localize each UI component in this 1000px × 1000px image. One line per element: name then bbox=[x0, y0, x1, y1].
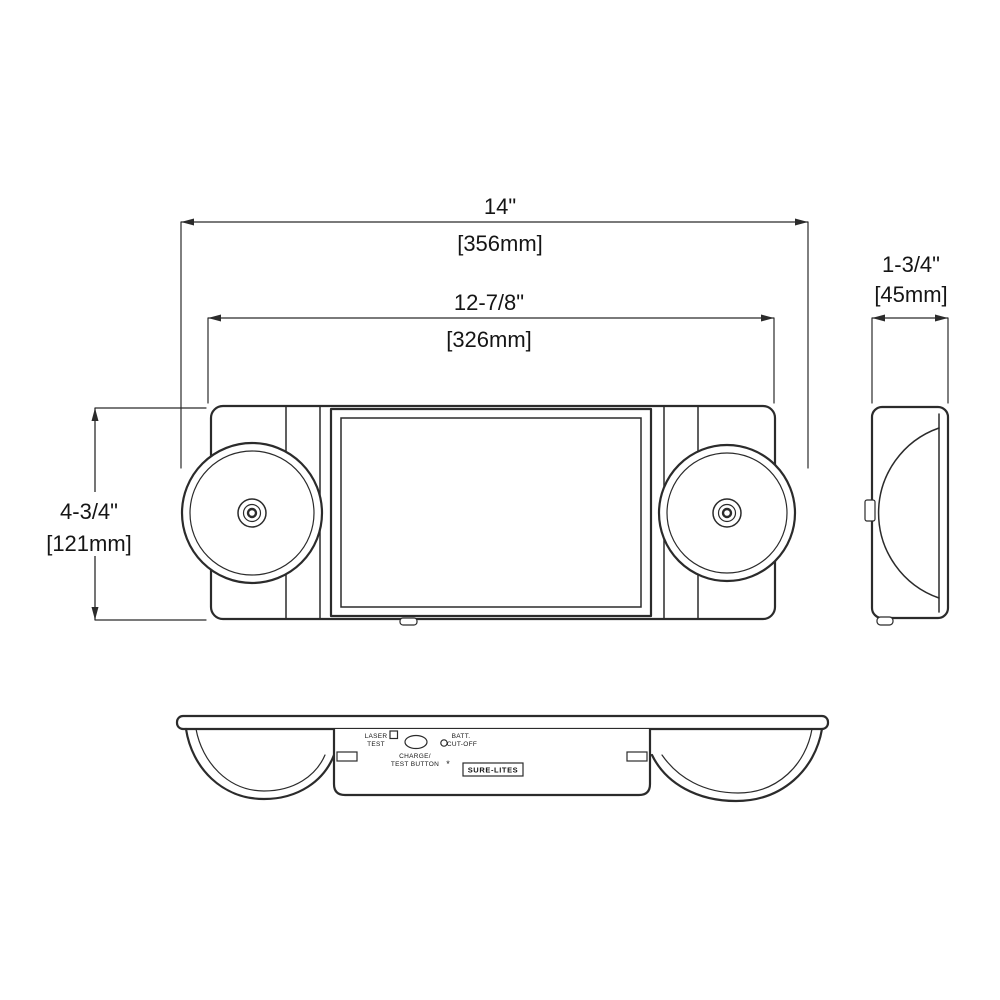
right-lamp-bullseye-outer bbox=[712, 498, 742, 528]
depth-inches-label: 1-3/4" bbox=[882, 252, 940, 277]
right-lamp-inner-ring bbox=[666, 452, 788, 574]
body-width-mm-label: [326mm] bbox=[446, 327, 532, 352]
height-mm-label: [121mm] bbox=[46, 531, 132, 556]
overall-width-inches-label: 14" bbox=[484, 194, 516, 219]
right-lamp-dome bbox=[650, 727, 824, 803]
right-mounting-slot bbox=[626, 751, 648, 762]
depth-mm-label: [45mm] bbox=[874, 282, 947, 307]
arrowhead-right bbox=[935, 314, 948, 322]
right-dome-inner-arc bbox=[661, 728, 813, 794]
arrowhead-bottom bbox=[91, 607, 99, 620]
left-lamp-inner-ring bbox=[189, 450, 315, 576]
dimension-depth: 1-3/4" [45mm] bbox=[871, 252, 949, 404]
brand-logo-text: SURE-LITES bbox=[468, 766, 519, 775]
brand-logo-box bbox=[462, 762, 524, 777]
charge-label-line2: TEST BUTTON bbox=[391, 761, 439, 768]
overall-width-mm-label: [356mm] bbox=[457, 231, 543, 256]
arrowhead-left bbox=[181, 218, 194, 226]
height-inches-label: 4-3/4" bbox=[60, 499, 118, 524]
left-lamp-head bbox=[180, 441, 324, 585]
charge-test-button bbox=[404, 734, 428, 750]
side-lamp-profile-arc bbox=[877, 427, 940, 599]
arrowhead-top bbox=[91, 408, 99, 421]
center-panel-inner bbox=[340, 417, 642, 608]
left-lamp-outer-ring bbox=[180, 441, 324, 585]
batt-cutoff-indicator-icon bbox=[440, 739, 448, 747]
laser-test-label-line2: TEST bbox=[367, 741, 385, 748]
arrowhead-right bbox=[761, 314, 774, 322]
left-lamp-bullseye-outer bbox=[237, 498, 267, 528]
dimension-height: 4-3/4" [121mm] bbox=[46, 407, 207, 621]
right-lamp-bullseye-mid bbox=[717, 503, 737, 523]
laser-test-label-line1: LASER bbox=[365, 733, 388, 740]
left-lamp-dome bbox=[184, 727, 336, 801]
left-lamp-bullseye-center bbox=[246, 507, 258, 519]
arrowhead-left bbox=[872, 314, 885, 322]
right-lamp-bullseye-center bbox=[721, 507, 733, 519]
body-width-inches-label: 12-7/8" bbox=[454, 290, 524, 315]
batt-label-line1: BATT. bbox=[452, 733, 471, 740]
bottom-tab bbox=[399, 617, 418, 626]
side-bottom-foot bbox=[876, 616, 894, 626]
dimension-body-width: 12-7/8" [326mm] bbox=[207, 290, 775, 404]
left-dome-inner-arc bbox=[195, 728, 326, 792]
right-lamp-head bbox=[657, 443, 797, 583]
batt-label-line2: CUT-OFF bbox=[447, 741, 477, 748]
charge-label-line1: CHARGE/ bbox=[399, 753, 431, 760]
left-dome-outer-arc bbox=[184, 727, 336, 801]
laser-test-icon bbox=[389, 730, 399, 740]
side-latch-tab bbox=[864, 499, 876, 522]
side-view bbox=[864, 405, 950, 626]
footnote-marker: * bbox=[446, 759, 450, 769]
left-mounting-slot bbox=[336, 751, 358, 762]
arrowhead-left bbox=[208, 314, 221, 322]
bottom-view: LASER TEST CHARGE/ TEST BUTTON BATT. CUT… bbox=[175, 714, 830, 803]
right-dome-outer-arc bbox=[650, 727, 824, 803]
right-lamp-outer-ring bbox=[657, 443, 797, 583]
brand-logo: SURE-LITES bbox=[462, 762, 524, 777]
front-view bbox=[180, 404, 797, 626]
side-housing-outline bbox=[870, 405, 950, 620]
dimension-overall-width: 14" [356mm] bbox=[180, 194, 809, 469]
left-lamp-bullseye-mid bbox=[242, 503, 262, 523]
backplate-band bbox=[175, 714, 830, 731]
bottom-controls: LASER TEST CHARGE/ TEST BUTTON BATT. CUT… bbox=[365, 730, 524, 777]
center-panel-outer bbox=[329, 407, 653, 618]
arrowhead-right bbox=[795, 218, 808, 226]
